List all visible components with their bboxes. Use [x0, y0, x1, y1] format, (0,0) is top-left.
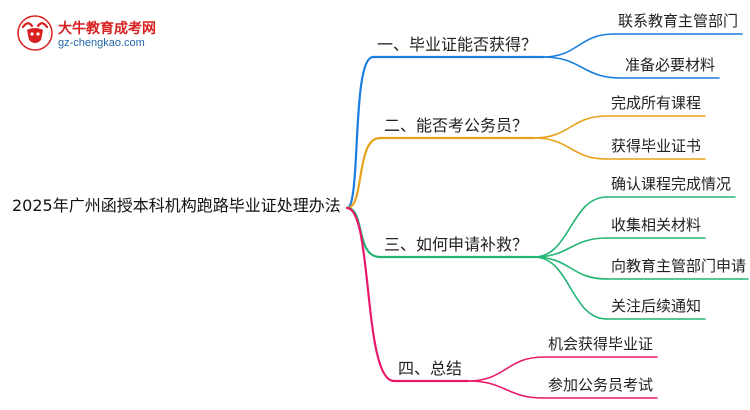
leaf-link: [533, 256, 608, 280]
logo: 大牛教育成考网 gz-chengkao.com: [16, 14, 196, 54]
branch-apply-remedy: 三、如何申请补救？: [384, 235, 529, 254]
logo-url: gz-chengkao.com: [58, 37, 145, 49]
leaf-follow-notifications: 关注后续通知: [611, 297, 702, 315]
leaf-apply-to-education-dept: 向教育主管部门申请: [611, 257, 747, 275]
branch-link: [345, 55, 375, 210]
leaf-link: [533, 115, 608, 139]
branch-civil-service-exam: 二、能否考公务员？: [384, 116, 529, 135]
leaf-link: [467, 356, 545, 382]
leaf-link: [533, 137, 608, 160]
leaf-link: [467, 380, 545, 399]
branch-link: [345, 136, 382, 210]
leaf-chance-diploma: 机会获得毕业证: [548, 335, 654, 353]
leaf-link: [542, 56, 622, 79]
leaf-contact-education-dept: 联系教育主管部门: [618, 12, 739, 30]
branch-link: [345, 206, 396, 383]
leaf-collect-materials: 收集相关材料: [611, 216, 702, 234]
leaf-link: [542, 33, 615, 58]
leaf-civil-service-exam: 参加公务员考试: [548, 376, 654, 394]
leaf-obtain-diploma: 获得毕业证书: [611, 137, 702, 155]
logo-name: 大牛教育成考网: [58, 21, 156, 37]
root-topic: 2025年广州函授本科机构跑路毕业证处理办法: [12, 196, 341, 215]
leaf-link: [533, 196, 608, 258]
ox-head-logo-icon: [17, 15, 53, 51]
branch-graduation-certificate: 一、毕业证能否获得？: [377, 35, 538, 54]
leaf-prepare-materials: 准备必要材料: [625, 56, 716, 74]
leaf-confirm-course-status: 确认课程完成情况: [611, 175, 732, 193]
leaf-complete-courses: 完成所有课程: [611, 94, 702, 112]
leaf-link: [533, 237, 608, 258]
branch-summary: 四、总结: [398, 359, 463, 378]
leaf-link: [533, 256, 608, 320]
